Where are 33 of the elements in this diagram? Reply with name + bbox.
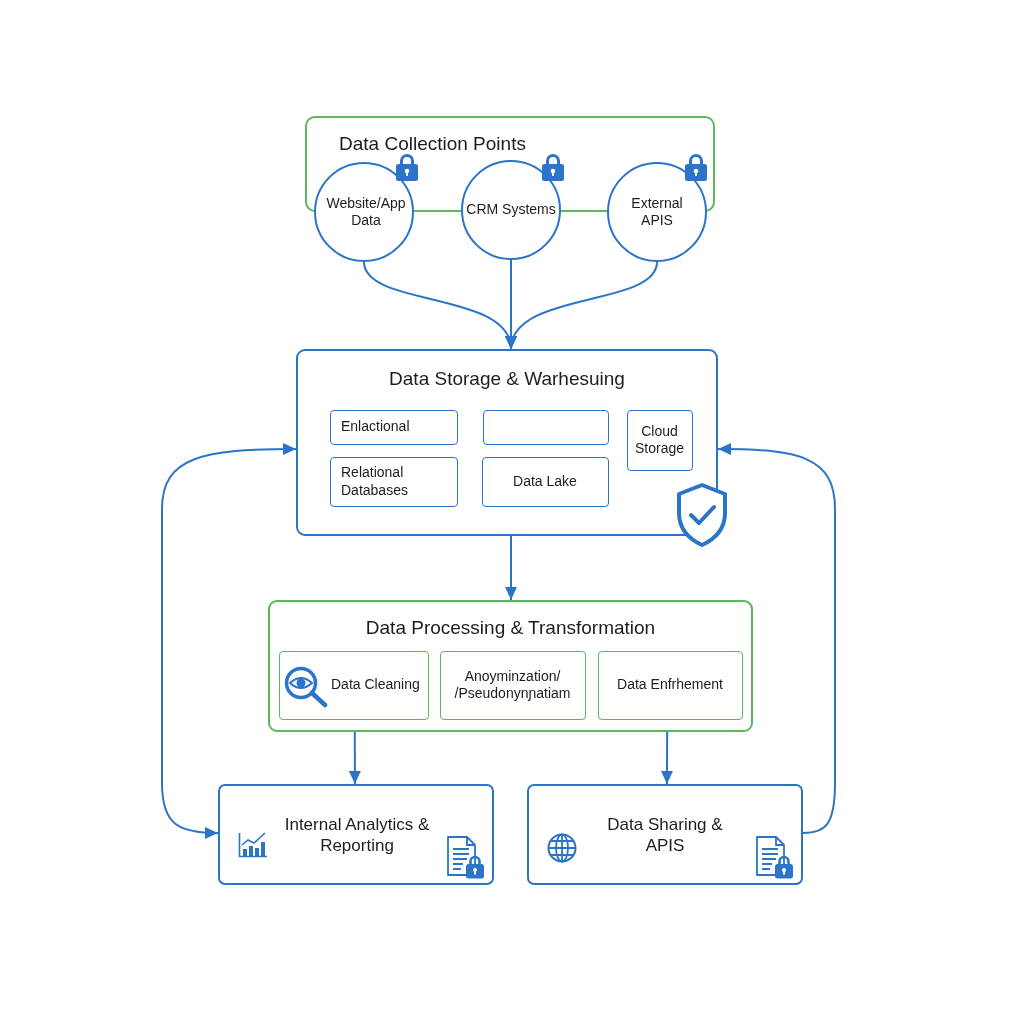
storage-panel xyxy=(296,349,718,536)
storage-box xyxy=(330,410,458,445)
storage-box xyxy=(330,457,458,507)
node-label: CRM Systems xyxy=(466,201,556,219)
node-label: Enlactional xyxy=(341,418,410,436)
panel-heading: Data Processing & Transformation xyxy=(365,616,656,640)
arrow xyxy=(661,731,673,785)
process-box xyxy=(598,651,743,720)
node-label: External APIS xyxy=(630,194,684,230)
process-box xyxy=(279,651,429,720)
node-label: Data Cleaning xyxy=(331,676,420,694)
node-label: Data Enfrhement xyxy=(617,676,723,694)
arrow xyxy=(717,443,836,834)
arrow xyxy=(505,535,517,601)
arrow xyxy=(507,261,658,350)
processing-panel xyxy=(268,600,753,732)
node-label: Relational Databases xyxy=(341,464,409,499)
storage-box xyxy=(627,410,693,471)
node-label: Internal Analytics & Reporting xyxy=(283,813,431,857)
node-label: Anoyminzation/ /Pseudonynɲatiam xyxy=(453,667,572,703)
arrow xyxy=(348,731,361,785)
node-label: Website/App Data xyxy=(325,194,407,230)
panel-heading: Data Storage & Warhesuing xyxy=(389,367,625,391)
arrow xyxy=(161,443,297,839)
output-box xyxy=(218,784,494,885)
node-label: Data Sharing & APIS xyxy=(606,813,724,857)
process-box xyxy=(440,651,586,720)
output-box xyxy=(527,784,803,885)
storage-box xyxy=(482,457,609,507)
node-label: Data Lake xyxy=(513,472,577,491)
node-label: Cloud Storage xyxy=(633,422,685,458)
panel-heading: Data Collection Points xyxy=(339,132,526,156)
empty-box xyxy=(483,410,609,445)
